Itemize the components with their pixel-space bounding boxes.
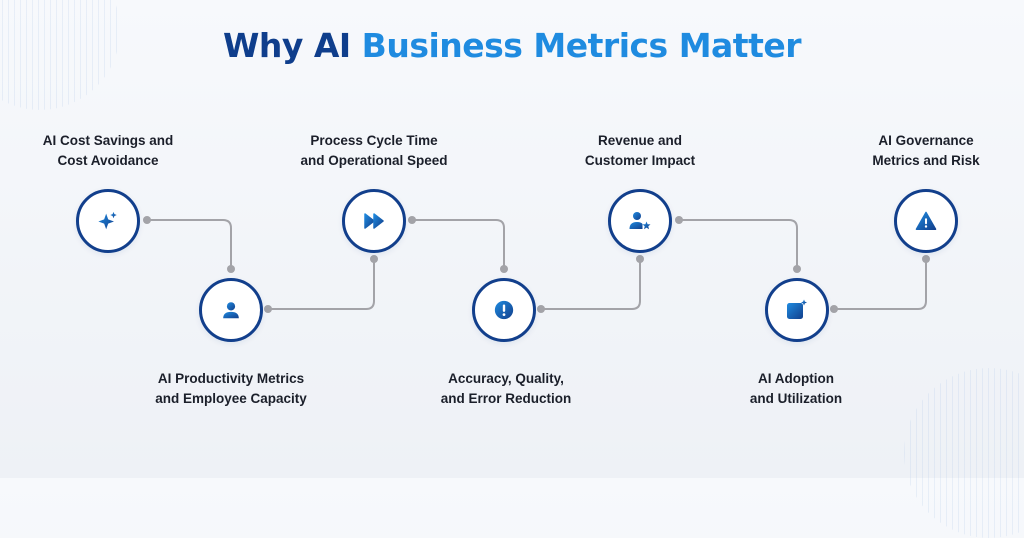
- ai-tablet-icon: [787, 299, 807, 319]
- fast-forward-icon: [364, 213, 384, 229]
- step-2-node: [199, 278, 263, 342]
- step-5-label-line-1: Revenue and: [597, 133, 683, 148]
- step-1-label-line-2: Cost Avoidance: [57, 153, 159, 168]
- connector-dot: [370, 255, 378, 263]
- step-3-label-line-2: and Operational Speed: [300, 153, 448, 168]
- step-1-label-line-1: AI Cost Savings and: [42, 133, 174, 148]
- step-4-node: [472, 278, 536, 342]
- user-icon: [223, 302, 239, 319]
- connector-dot: [830, 305, 838, 313]
- warning-icon: [915, 211, 937, 230]
- sparkle-icon: [98, 211, 117, 230]
- connector-lines: [143, 216, 930, 313]
- step-2-label-line-1: AI Productivity Metrics: [157, 371, 305, 386]
- step-5-label: Revenue and Customer Impact: [530, 131, 750, 171]
- title-part-2: Business Metrics Matter: [361, 26, 802, 65]
- step-6-label-line-1: AI Adoption: [758, 371, 834, 386]
- connector-dot: [408, 216, 416, 224]
- step-6-label: AI Adoption and Utilization: [686, 369, 906, 409]
- step-4-label: Accuracy, Quality, and Error Reduction: [396, 369, 616, 409]
- user-star-icon: [629, 212, 651, 230]
- connector-3-4: [412, 219, 505, 269]
- connector-dot: [793, 265, 801, 273]
- connector-dot: [537, 305, 545, 313]
- title-part-1: Why AI: [222, 26, 362, 65]
- connector-2-3: [268, 259, 375, 310]
- step-5-node: [608, 189, 672, 253]
- step-1-label: AI Cost Savings and Cost Avoidance: [0, 131, 218, 171]
- step-4-label-line-2: and Error Reduction: [440, 391, 572, 406]
- step-2-label: AI Productivity Metrics and Employee Cap…: [121, 369, 341, 409]
- step-5-label-line-2: Customer Impact: [584, 153, 696, 168]
- page-title: Why AI Business Metrics Matter: [0, 26, 1024, 65]
- step-6-label-line-2: and Utilization: [749, 391, 843, 406]
- step-4-label-line-1: Accuracy, Quality,: [448, 371, 564, 386]
- step-7-label-line-1: AI Governance: [878, 133, 974, 148]
- step-6-node: [765, 278, 829, 342]
- step-2-label-line-2: and Employee Capacity: [155, 391, 307, 406]
- step-7-node: [894, 189, 958, 253]
- step-7-label: AI Governance Metrics and Risk: [816, 131, 1024, 171]
- connector-dot: [500, 265, 508, 273]
- connector-5-6: [679, 219, 798, 269]
- connector-6-7: [834, 259, 927, 310]
- connector-1-2: [147, 219, 232, 269]
- step-3-node: [342, 189, 406, 253]
- step-3-label: Process Cycle Time and Operational Speed: [264, 131, 484, 171]
- connector-dot: [922, 255, 930, 263]
- connector-4-5: [541, 259, 641, 310]
- connector-dot: [675, 216, 683, 224]
- connector-dot: [264, 305, 272, 313]
- connector-dot: [227, 265, 235, 273]
- step-1-node: [76, 189, 140, 253]
- step-3-label-line-1: Process Cycle Time: [310, 133, 438, 148]
- step-7-label-line-2: Metrics and Risk: [872, 153, 980, 168]
- exclamation-icon: [494, 300, 514, 320]
- connector-dot: [636, 255, 644, 263]
- connector-dot: [143, 216, 151, 224]
